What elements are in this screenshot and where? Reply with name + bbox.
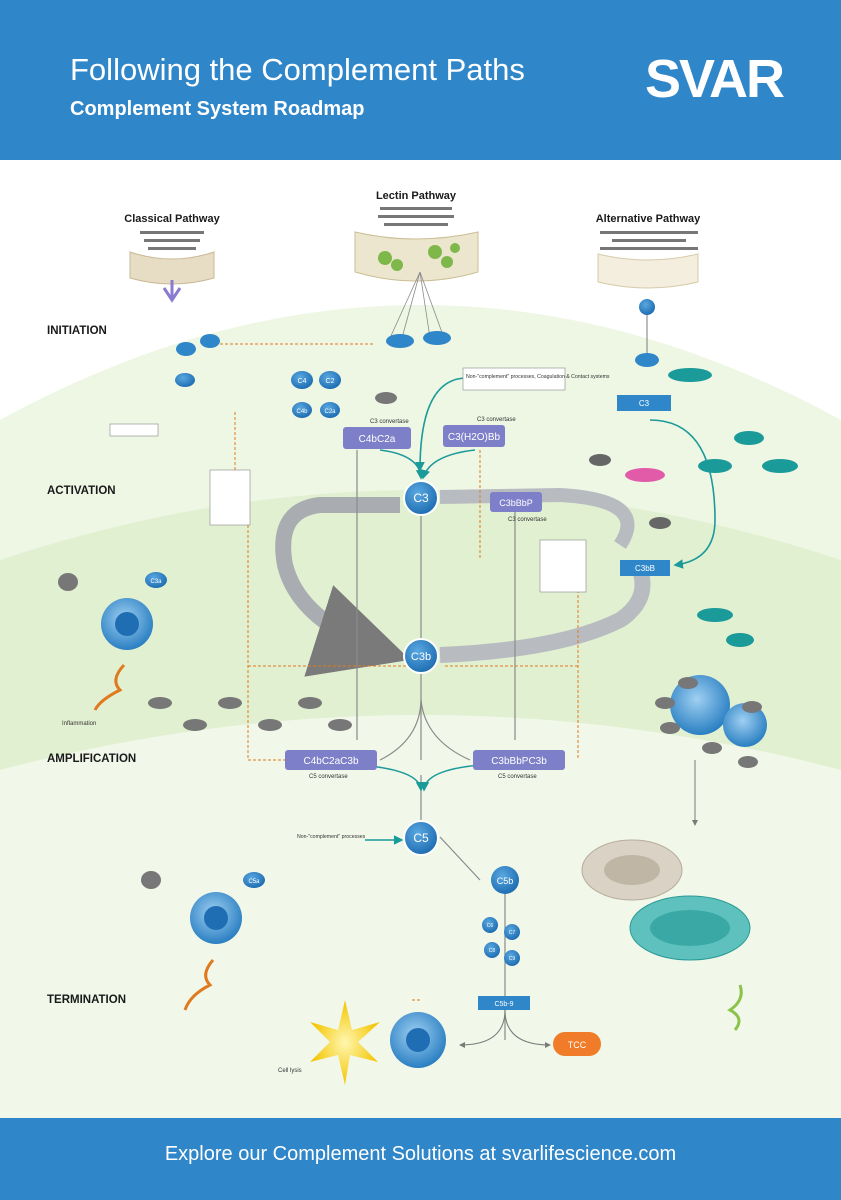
c8-node <box>484 942 500 958</box>
non-complement-label-1: Non-"complement" processes, Coagulation … <box>466 374 610 380</box>
c5b9-label: C5b-9 <box>494 1001 513 1008</box>
c3-convertase-label-3: C3 convertase <box>508 517 547 523</box>
c3bb-label: C3bB <box>635 564 655 573</box>
c2a-node <box>320 402 340 418</box>
c5b9-node <box>478 996 530 1010</box>
c3bb-node <box>620 560 670 576</box>
c2-node <box>319 371 341 389</box>
c4bc2a-node <box>343 427 411 449</box>
amplification-grey-nodes <box>148 697 352 731</box>
c3a-label: C3a <box>150 579 162 585</box>
c4a-node <box>175 373 195 387</box>
c7-node <box>504 924 520 940</box>
lysis-label: Cell lysis <box>278 1068 302 1074</box>
c3b-node <box>403 638 439 674</box>
classical-pathway-title: Classical Pathway <box>124 213 220 225</box>
c4b-node <box>292 402 312 418</box>
teal-arrows <box>359 377 716 845</box>
c2b-node <box>375 392 397 404</box>
c1q-node <box>176 342 196 356</box>
tcc-label: TCC <box>568 1040 587 1050</box>
classical-surface <box>129 251 215 285</box>
page-subtitle: Complement System Roadmap <box>70 98 365 120</box>
c9-label: C9 <box>509 956 516 962</box>
footer-band <box>0 1118 841 1200</box>
c9-node <box>504 950 520 966</box>
c6-node <box>482 917 498 933</box>
c4-node <box>291 371 313 389</box>
antibody-icon <box>162 280 182 303</box>
c5-convertase-label-2: C5 convertase <box>498 774 537 780</box>
pathway-subtext <box>140 207 698 250</box>
c3b-label: C3b <box>411 651 431 663</box>
stage-amplification: AMPLIFICATION <box>47 753 136 765</box>
c3h2o-label: C3(H2O)Bb <box>448 432 501 443</box>
c5a-node <box>243 872 265 888</box>
inhibition-lines <box>205 343 579 1001</box>
c4bc2ac3b-node <box>285 750 377 770</box>
amplification-loop-right <box>439 567 651 663</box>
c4-label: C4 <box>298 378 307 385</box>
lectin-surface <box>354 231 479 282</box>
c7-label: C7 <box>509 930 516 936</box>
c3h2o-alt-box <box>617 395 671 411</box>
c1rs-node <box>200 334 220 348</box>
c6-label: C6 <box>487 923 494 929</box>
lectin-fan-lines <box>389 271 445 339</box>
c5b-label: C5b <box>497 876 514 886</box>
c3bbbpc3b-node <box>473 750 565 770</box>
c3-alt-label: C3 <box>639 399 650 408</box>
svar-logo: SVAR <box>645 49 785 109</box>
inflammation-label: Inflammation <box>62 721 96 727</box>
stage-initiation: INITIATION <box>47 325 107 337</box>
c3-convertase-label-1: C3 convertase <box>370 419 409 425</box>
c3a-node <box>145 572 167 588</box>
lysis-burst-icon <box>310 1000 380 1085</box>
c4bc2a-label: C4bC2a <box>359 434 396 445</box>
c5a-label: C5a <box>248 879 260 885</box>
c3-label: C3 <box>413 491 429 505</box>
alternative-surface <box>597 253 699 289</box>
amplification-loop-left <box>275 497 411 677</box>
header-band <box>0 0 841 160</box>
c2a-label: C2a <box>324 409 336 415</box>
c3-convertase-label-2: C3 convertase <box>477 417 516 423</box>
c3bbbp-node <box>490 492 542 512</box>
c3h2o-node <box>443 425 505 447</box>
c4b-label: C4b <box>296 409 308 415</box>
amplification-loop-top <box>439 487 635 549</box>
c4bc2ac3b-label: C4bC2aC3b <box>303 756 358 767</box>
c3bbbp-label: C3bBbP <box>499 498 533 508</box>
alt-c3-node <box>639 299 655 315</box>
c5-convertase-label-1: C5 convertase <box>309 774 348 780</box>
inflammation-arrow-1 <box>93 663 126 711</box>
complement-roadmap-diagram: INITIATION ACTIVATION AMPLIFICATION TERM… <box>0 190 841 1118</box>
c5b-node <box>491 866 519 894</box>
lectin-pathway-title: Lectin Pathway <box>376 190 457 202</box>
c8-label: C8 <box>489 948 496 954</box>
stage-activation: ACTIVATION <box>47 485 116 497</box>
central-connectors <box>356 450 516 1040</box>
background-band-inner <box>0 715 841 1118</box>
non-complement-label-2: Non-"complement" processes <box>297 834 366 840</box>
c5-label: C5 <box>413 831 429 845</box>
alternative-pathway-title: Alternative Pathway <box>596 213 701 225</box>
page-title: Following the Complement Paths <box>70 52 525 87</box>
stage-termination: TERMINATION <box>47 994 126 1006</box>
c5-node <box>403 820 439 856</box>
footer-link-text[interactable]: Explore our Complement Solutions at svar… <box>164 1143 677 1165</box>
c3bbbpc3b-label: C3bBbPC3b <box>491 756 547 767</box>
lectin-mbl-clusters <box>378 243 460 271</box>
c2-label: C2 <box>326 378 335 385</box>
c3-node <box>403 480 439 516</box>
tcc-node <box>553 1032 601 1056</box>
